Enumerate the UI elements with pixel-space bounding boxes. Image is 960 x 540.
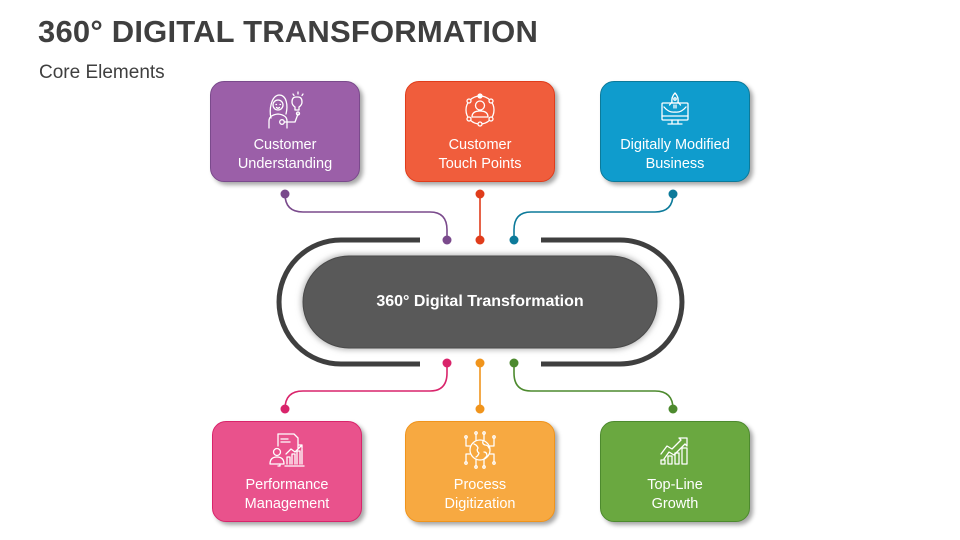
connector-dot-top-line-growth-start bbox=[509, 358, 519, 368]
connector-dot-performance-management-end bbox=[280, 404, 290, 414]
connector-line-top-line-growth bbox=[513, 363, 674, 410]
page-subtitle: Core Elements bbox=[39, 62, 165, 83]
connector-dot-digitally-modified-business-end bbox=[509, 235, 519, 245]
hub-pill bbox=[302, 255, 658, 349]
connector-line-customer-understanding bbox=[284, 193, 448, 240]
connector-dot-performance-management-start bbox=[442, 358, 452, 368]
performance-report-icon bbox=[267, 430, 307, 470]
connector-dot-digitally-modified-business-start bbox=[668, 189, 678, 199]
growth-chart-icon bbox=[655, 430, 695, 470]
connector-dot-process-digitization-start bbox=[475, 358, 485, 368]
connector-dot-customer-touch-points-end bbox=[475, 235, 485, 245]
connector-dot-top-line-growth-end bbox=[668, 404, 678, 414]
customer-network-icon bbox=[460, 90, 500, 130]
connector-dot-process-digitization-end bbox=[475, 404, 485, 414]
connector-dot-customer-understanding-start bbox=[280, 189, 290, 199]
connector-dot-customer-understanding-end bbox=[442, 235, 452, 245]
connector-line-digitally-modified-business bbox=[513, 193, 674, 240]
rocket-monitor-icon bbox=[655, 90, 695, 130]
globe-circuit-icon bbox=[460, 430, 500, 470]
connector-dot-customer-touch-points-start bbox=[475, 189, 485, 199]
connector-line-performance-management bbox=[284, 363, 448, 410]
woman-idea-icon bbox=[265, 90, 305, 130]
hub-ring-right bbox=[541, 237, 685, 367]
page-title: 360° DIGITAL TRANSFORMATION bbox=[38, 14, 539, 49]
hub-ring-left bbox=[276, 237, 420, 367]
hub-label: 360° Digital Transformation bbox=[376, 293, 584, 310]
